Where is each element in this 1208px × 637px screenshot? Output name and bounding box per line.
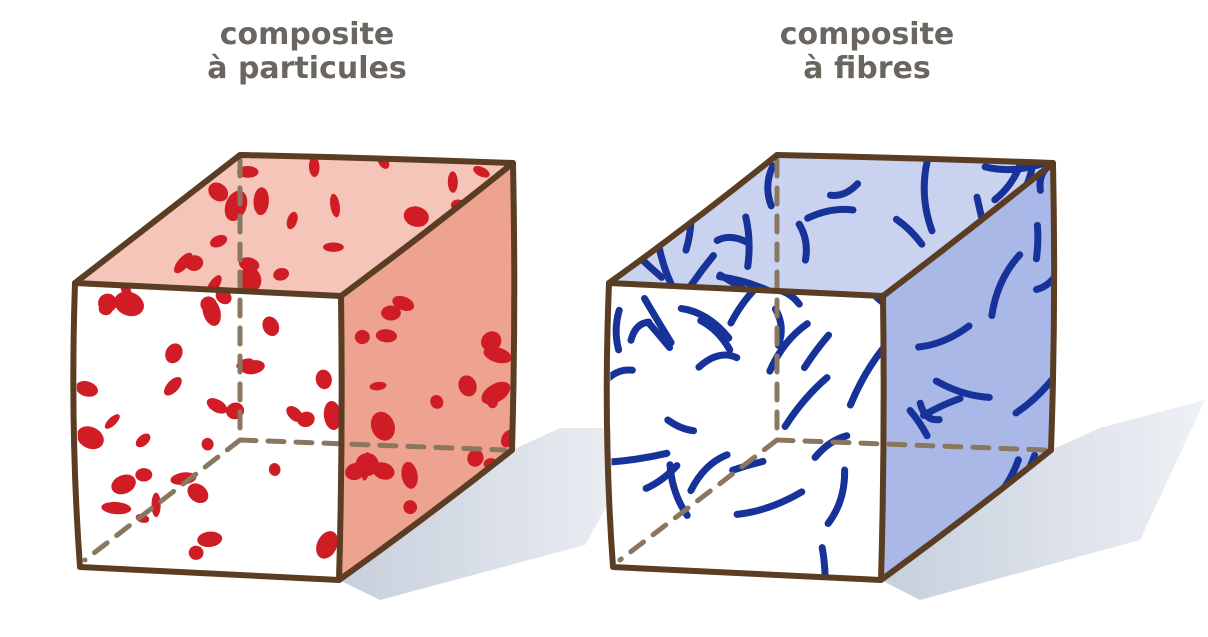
fibre <box>647 160 708 165</box>
fibre <box>822 548 825 578</box>
particle <box>116 190 138 211</box>
particle <box>143 195 159 211</box>
particle <box>152 493 161 517</box>
particle <box>323 243 344 252</box>
particle <box>92 217 113 235</box>
fibre <box>1036 225 1037 258</box>
particle <box>104 183 122 205</box>
particle <box>124 206 141 234</box>
fibre <box>616 310 619 350</box>
